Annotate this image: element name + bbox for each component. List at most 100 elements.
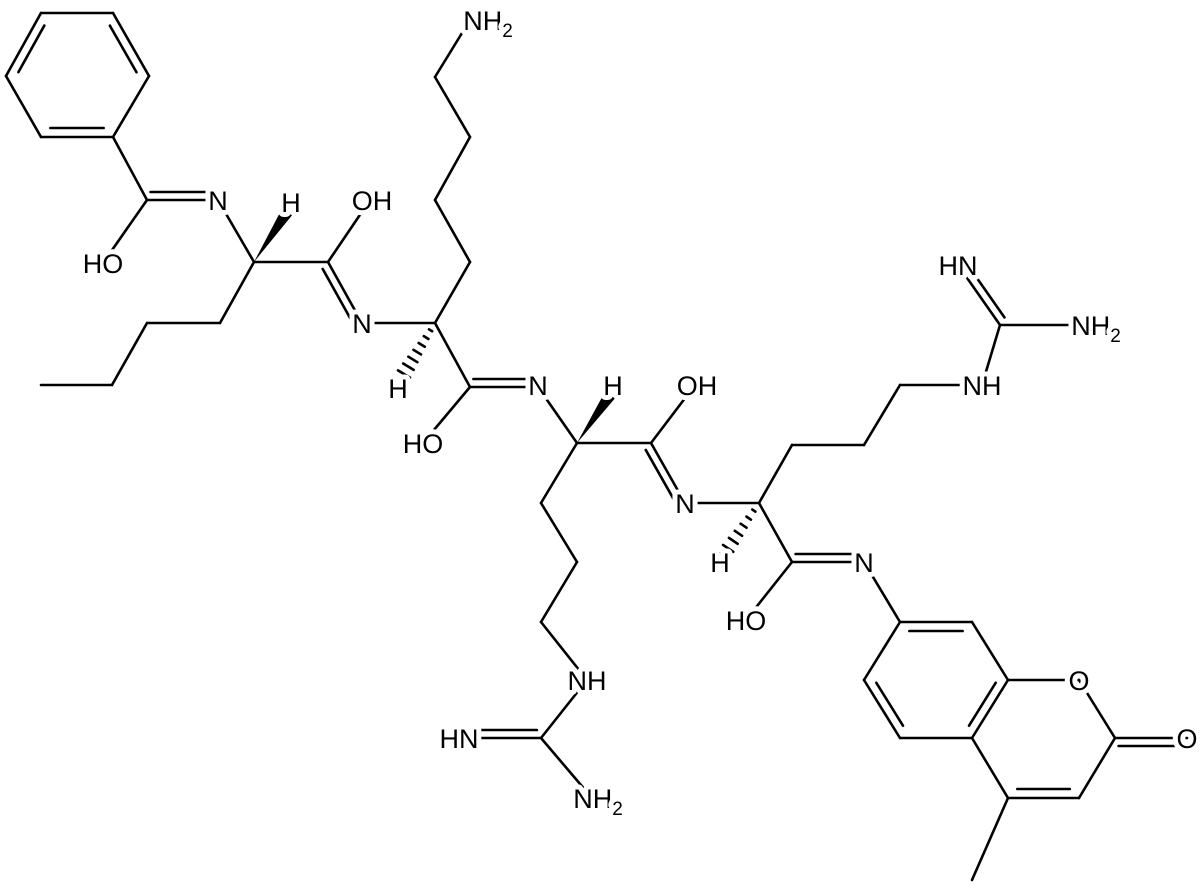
single-bond (980, 323, 1002, 387)
single-bond (862, 383, 902, 447)
atom-label: HO (726, 606, 767, 636)
ring-bond (862, 678, 902, 740)
atom-symbol: HN (440, 724, 479, 754)
atom-label: HO (403, 429, 444, 459)
single-bond (1077, 678, 1117, 740)
hash-bond (721, 543, 735, 554)
ring-bond (970, 678, 1010, 740)
single-bond (111, 135, 149, 202)
single-bond (433, 260, 472, 325)
single-bond (970, 736, 1010, 800)
hash-bond (396, 369, 412, 379)
ring-bond (862, 620, 902, 682)
atom-symbol: NH (573, 784, 612, 814)
hash-bond (407, 355, 419, 364)
double-bond (326, 260, 364, 325)
atom-symbol: H (603, 371, 623, 401)
atom-label: NH2 (463, 6, 513, 42)
atom-symbol: N (675, 489, 695, 519)
hash-bond (739, 522, 748, 530)
double-bond (963, 259, 1006, 319)
atom-symbol: HO (726, 606, 767, 636)
atom-label: HN (939, 251, 978, 281)
atom-symbol: NH (463, 6, 502, 36)
atom-label: HN (440, 724, 479, 754)
single-bond (216, 198, 256, 264)
atom-symbol: HO (83, 249, 124, 279)
single-bond (744, 560, 794, 622)
atom-symbol: NH (1071, 311, 1110, 341)
ring-bond (970, 620, 1010, 682)
atom-symbol: HN (939, 251, 978, 281)
atom-label: NH2 (1071, 311, 1121, 347)
atom-label: O (1068, 666, 1089, 696)
atom-symbol: HO (403, 429, 444, 459)
atom-symbol: N (528, 371, 548, 401)
double-bond-inner (967, 681, 997, 728)
atom-symbol: OH (352, 186, 393, 216)
single-bond (757, 501, 794, 564)
double-bond (649, 441, 687, 505)
single-bond (862, 560, 902, 624)
ring-bond (111, 74, 151, 139)
atom-symbol: H (281, 188, 301, 218)
atom-subscript: 2 (502, 21, 513, 42)
wedge-bond (254, 208, 293, 262)
ring-bond (111, 11, 151, 78)
atom-symbol: N (208, 186, 228, 216)
atom-symbol: H (710, 548, 730, 578)
single-bond (433, 198, 472, 264)
single-bond (757, 443, 794, 505)
hash-bond (417, 341, 427, 349)
atom-symbol: N (352, 309, 372, 339)
atom-label: OH (352, 186, 393, 216)
hash-bond (422, 334, 430, 341)
single-bond (539, 620, 589, 682)
double-bond-inner (108, 24, 138, 74)
atom-label: H (710, 548, 730, 578)
atom-label: H (603, 371, 623, 401)
bonds (4, 11, 1189, 882)
double-bond (644, 448, 680, 509)
single-bond (539, 678, 589, 740)
hash-bond (412, 348, 423, 356)
atom-symbol: NH (568, 666, 607, 696)
single-bond (421, 385, 472, 445)
single-bond (433, 135, 472, 202)
atom-label: NH2 (573, 784, 623, 820)
hash-bond (745, 515, 753, 521)
double-bond-inner (17, 24, 46, 74)
double-bond-inner (875, 681, 905, 728)
single-bond (326, 198, 372, 264)
hash-bond (727, 536, 739, 546)
single-bond (536, 385, 579, 445)
atom-subscript: 2 (1110, 326, 1121, 347)
atom-label: N (528, 371, 548, 401)
atom-label: HO (83, 249, 124, 279)
double-bond (321, 267, 357, 329)
atom-symbol: N (854, 548, 874, 578)
single-bond (101, 198, 149, 265)
atom-label: OH (677, 371, 718, 401)
atom-symbol: H (388, 374, 408, 404)
atom-label: N (854, 548, 874, 578)
atom-symbol: NH (963, 371, 1002, 401)
atom-label: N (675, 489, 695, 519)
single-bond (433, 18, 472, 79)
single-bond (1077, 736, 1117, 800)
atom-symbol: OH (677, 371, 718, 401)
single-bond (110, 321, 149, 387)
single-bond (649, 383, 697, 445)
hash-bond (715, 550, 731, 562)
single-bond (970, 796, 1010, 882)
wedge-bond (577, 391, 615, 443)
ring-bond (4, 11, 43, 78)
hash-bond (733, 529, 744, 538)
atom-label: N (352, 309, 372, 339)
single-bond (539, 736, 594, 800)
double-bond (956, 263, 1002, 327)
atom-symbol: O (1176, 724, 1197, 754)
single-bond (539, 560, 579, 624)
atom-label: NH (963, 371, 1002, 401)
